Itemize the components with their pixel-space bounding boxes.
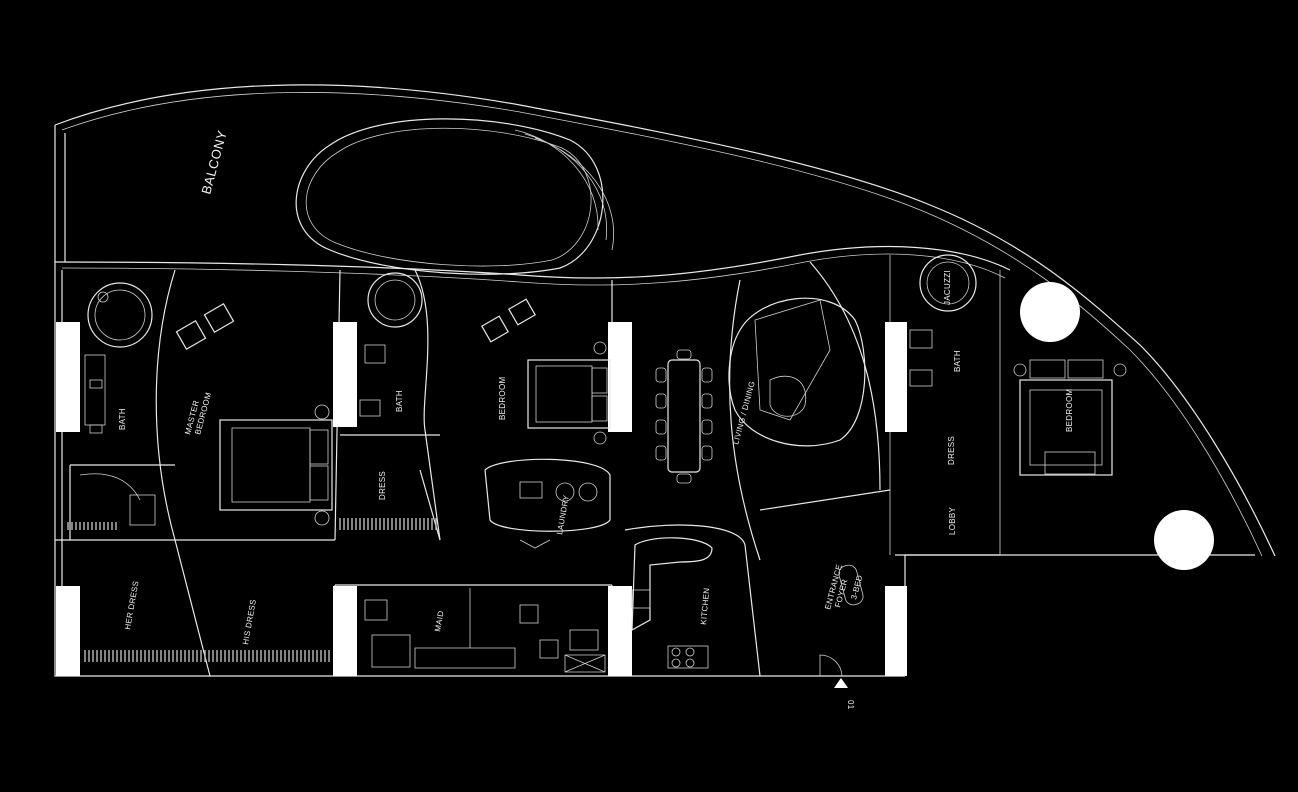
bedroom-1-bed [527, 341, 611, 445]
columns [56, 282, 1214, 676]
room-label-kitchen: KITCHEN [699, 587, 711, 625]
room-label-balcony: BALCONY [198, 128, 229, 195]
room-label-dress-1: DRESS [378, 471, 387, 500]
section-marker: 01 [846, 700, 855, 710]
dining-table [655, 349, 713, 484]
pool-capsule [295, 118, 614, 275]
room-label-bedroom-2: BEDROOM [1065, 389, 1074, 432]
room-label-lobby: LOBBY [948, 506, 957, 535]
room-label-his-dress: HIS DRESS [241, 599, 258, 646]
entrance-door [819, 654, 848, 688]
wardrobe-hatches [67, 518, 437, 662]
jacuzzi-bath-2 [359, 272, 423, 417]
armchairs-master [175, 303, 235, 350]
maid-fixtures [364, 588, 606, 673]
room-label-bedroom-1: BEDROOM [498, 377, 507, 420]
bath-fixtures-master [79, 354, 156, 526]
room-label-living-dining: LIVING / DINING [731, 380, 757, 446]
laundry-counter [484, 458, 611, 549]
room-label-maid: MAID [433, 610, 446, 632]
room-label-laundry: LAUNDRY [555, 494, 571, 535]
room-label-bath-3: BATH [953, 350, 962, 372]
armchairs-bedroom-1 [481, 298, 536, 343]
kitchen-counter [631, 537, 713, 669]
living-sofa [728, 297, 866, 447]
room-label-bath-1: BATH [118, 408, 127, 430]
jacuzzi-master [87, 282, 153, 348]
room-label-jacuzzi: JACUZZI [943, 270, 952, 305]
room-label-dress-2: DRESS [947, 436, 956, 465]
master-bed [219, 404, 333, 526]
jacuzzi-bath-3 [909, 254, 977, 387]
unit-tag: 3-BED [849, 574, 864, 601]
bedroom-2-bed [1013, 359, 1127, 476]
room-label-bath-2: BATH [395, 390, 404, 412]
balcony-outline [54, 84, 1276, 557]
room-label-her-dress: HER DRESS [123, 580, 140, 630]
unit-tag-frame [838, 564, 864, 606]
